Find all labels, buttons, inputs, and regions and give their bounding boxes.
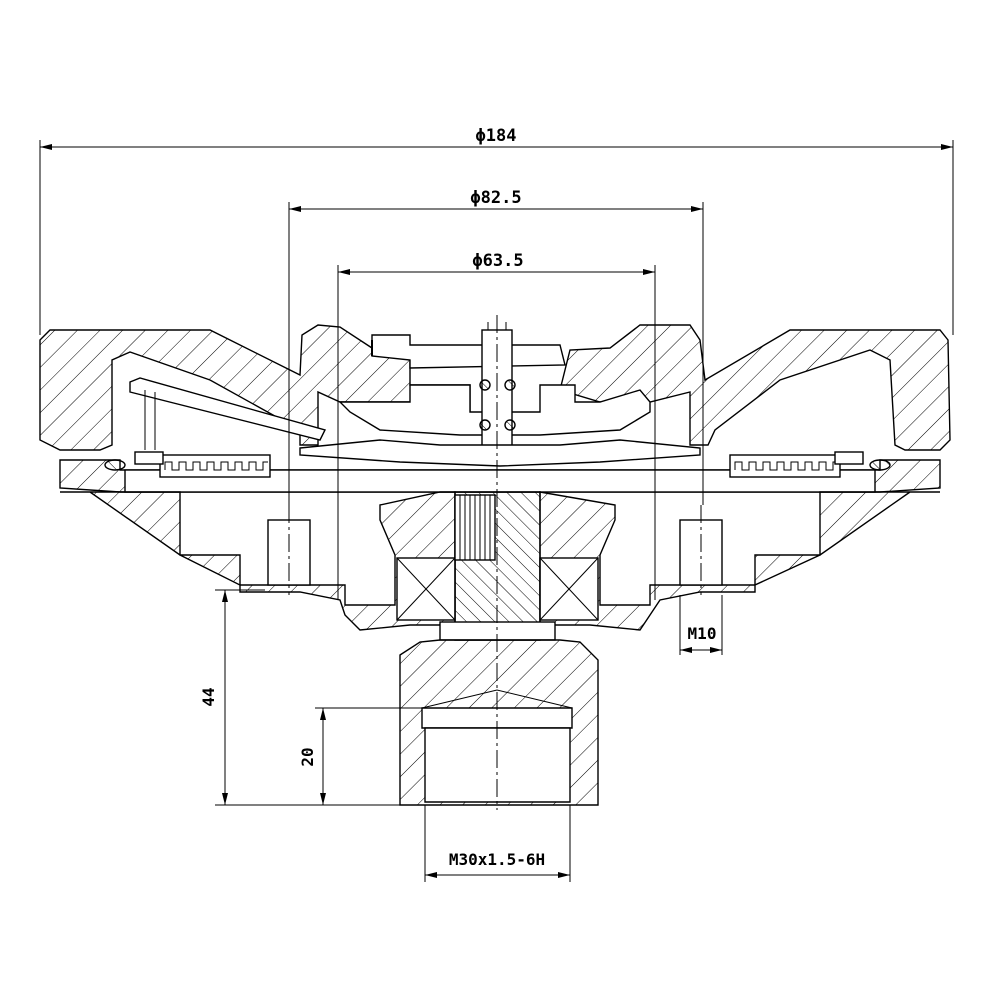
dim-overall-height xyxy=(215,589,400,806)
dim-inner-diameter xyxy=(337,265,656,600)
label-outlet-thread: M30x1.5-6H xyxy=(449,850,545,869)
label-outer-diameter: ϕ184 xyxy=(476,126,517,146)
upper-housing xyxy=(39,324,951,451)
dim-outlet-thread xyxy=(424,805,571,882)
cover-plate xyxy=(371,334,566,369)
label-inner-diameter: ϕ63.5 xyxy=(472,251,523,271)
outlet-nozzle xyxy=(399,639,599,806)
base-flange xyxy=(59,459,941,493)
bearing-right xyxy=(539,557,599,621)
bearing-left xyxy=(396,557,456,621)
label-bolt-thread: M10 xyxy=(688,624,717,643)
labyrinth-seal-left xyxy=(104,451,271,478)
label-mid-diameter: ϕ82.5 xyxy=(470,188,521,208)
dim-mid-diameter xyxy=(288,202,704,505)
dim-outer-diameter xyxy=(39,140,954,335)
central-shaft xyxy=(439,491,556,641)
inlet-tube xyxy=(129,377,327,450)
dim-bolt-thread xyxy=(679,595,723,655)
label-overall-height: 44 xyxy=(199,687,218,706)
labyrinth-seal-right xyxy=(729,451,891,478)
rotor-disc xyxy=(299,439,701,467)
label-thread-depth: 20 xyxy=(298,747,317,766)
dim-thread-depth xyxy=(315,707,422,805)
